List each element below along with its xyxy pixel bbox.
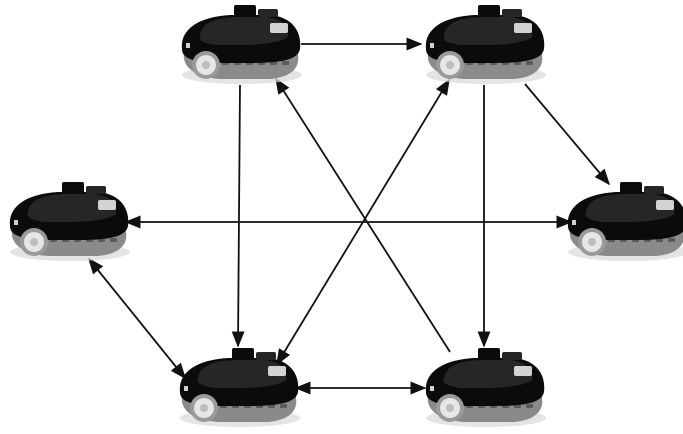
robot-sensor-tower	[62, 182, 84, 194]
robot-panel	[98, 200, 116, 210]
robot-node-top-right-icon	[425, 5, 546, 84]
robot-sensor-tower	[620, 182, 642, 194]
robot-panel	[268, 366, 286, 376]
robot-sensor-tower	[478, 348, 500, 360]
robot-sensor-tower	[234, 5, 256, 17]
robot-top-deck	[197, 360, 287, 388]
robot-panel	[270, 23, 288, 33]
robot-panel	[514, 23, 532, 33]
edge-top-left-to-bottom-left	[231, 84, 245, 348]
robot-panel	[514, 366, 532, 376]
robot-node-bottom-left-icon	[179, 348, 300, 427]
robot-sensor-tower	[478, 5, 500, 17]
edge-top-right-to-middle-right	[524, 83, 611, 186]
robot-node-middle-left-icon	[9, 182, 130, 261]
robot-node-bottom-right-icon	[425, 348, 546, 427]
robot-node-top-left-icon	[181, 5, 302, 84]
robot-top-deck	[27, 194, 117, 222]
robot-top-deck	[585, 194, 675, 222]
robot-top-deck	[443, 360, 533, 388]
robot-top-deck	[443, 17, 533, 45]
edge-middle-left-to-bottom-left	[87, 257, 187, 380]
robot-node-middle-right-icon	[567, 182, 683, 261]
robot-panel	[656, 200, 674, 210]
nodes-layer	[9, 5, 683, 427]
robot-top-deck	[199, 17, 289, 45]
edge-top-right-to-bottom-left	[276, 78, 450, 366]
edges-layer	[87, 37, 611, 395]
robot-sensor-tower	[232, 348, 254, 360]
